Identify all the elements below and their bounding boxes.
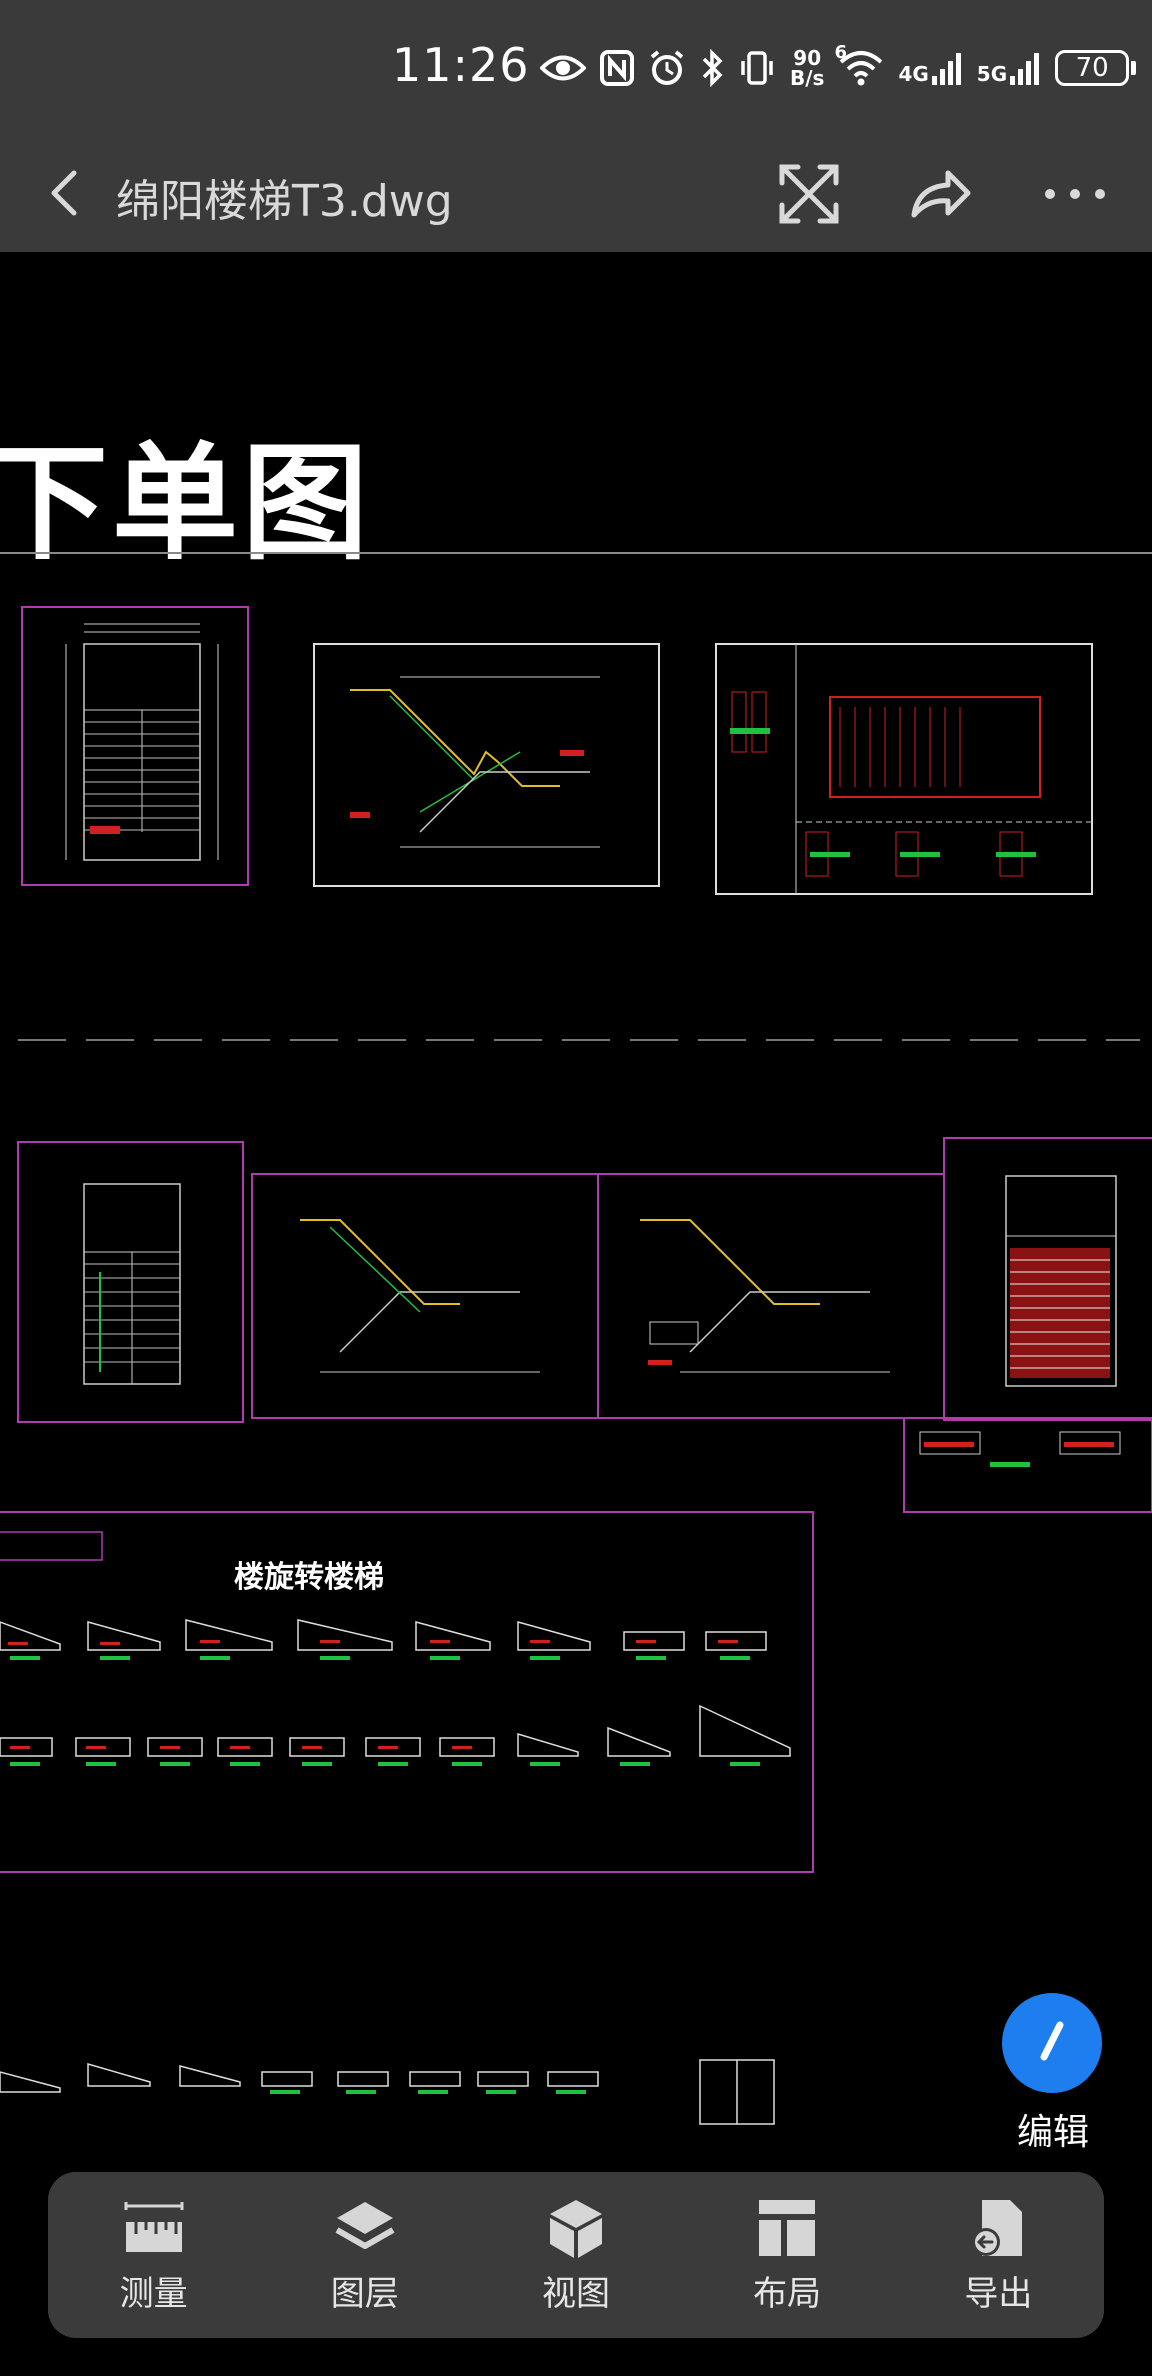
stair-section-sheet-1 [313, 643, 660, 887]
layout-icon [759, 2199, 816, 2256]
stair-section-sheet-2 [251, 1173, 599, 1419]
signal-4g-label: 4G [898, 62, 929, 86]
signal-bars-icon [931, 53, 961, 85]
battery-indicator: 70 [1055, 50, 1137, 86]
signal-5g: 5G [977, 50, 1041, 86]
stair-plan-sheet-3 [943, 1137, 1152, 1421]
wifi-icon [840, 51, 883, 86]
measure-label: 测量 [119, 2273, 188, 2314]
stair-plan-sheet-2 [17, 1141, 244, 1423]
vibrate-icon [741, 51, 773, 85]
edit-label: 编辑 [1016, 2112, 1089, 2153]
network-speed-unit: B/s [790, 66, 825, 90]
nfc-icon [600, 50, 634, 86]
rebar-detail-sheet-2 [903, 1417, 1152, 1513]
cad-drawing [0, 606, 1152, 2125]
export-label: 导出 [964, 2273, 1033, 2314]
layers-icon [335, 2201, 395, 2249]
eye-icon [540, 55, 586, 81]
signal-5g-label: 5G [976, 62, 1008, 86]
status-time: 11:26 [392, 38, 530, 92]
battery-tip [1131, 61, 1137, 75]
status-bar: 11:26 90 B/s 6 [0, 0, 1152, 135]
alarm-icon [650, 50, 684, 85]
edit-button[interactable] [1002, 1993, 1102, 2093]
stair-plan-sheet-1 [21, 606, 249, 886]
view-label: 视图 [541, 2273, 610, 2314]
layers-label: 图层 [330, 2273, 399, 2314]
layout-label: 布局 [753, 2273, 822, 2314]
network-speed: 90 B/s [790, 48, 824, 88]
measure-tool[interactable]: 测量 [64, 2196, 244, 2315]
share-icon [911, 170, 971, 218]
export-icon [972, 2199, 1023, 2256]
fullscreen-button[interactable] [774, 159, 844, 229]
signal-bars-icon [1010, 53, 1040, 85]
layout-tool[interactable]: 布局 [697, 2196, 877, 2315]
document-title: 绵阳楼梯T3.dwg [116, 176, 453, 227]
spiral-stair-title: 楼旋转楼梯 [234, 1560, 384, 1595]
more-icon [1045, 189, 1105, 199]
heading-underline [0, 552, 1152, 554]
back-button[interactable] [38, 163, 98, 223]
drawing-canvas[interactable]: 下单图 [0, 252, 1152, 2172]
battery-level: 70 [1055, 50, 1130, 86]
fullscreen-icon [779, 164, 839, 224]
bottom-toolbar: 测量 图层 视图 布局 导出 [48, 2172, 1104, 2338]
export-tool[interactable]: 导出 [908, 2196, 1088, 2315]
layers-tool[interactable]: 图层 [275, 2196, 455, 2315]
pencil-icon [1040, 2021, 1064, 2061]
cube-icon [549, 2199, 602, 2258]
wifi-badge: 6 [834, 42, 847, 63]
network-speed-value: 90 [793, 46, 822, 70]
chevron-left-icon [51, 170, 77, 216]
bluetooth-icon [702, 49, 723, 87]
more-button[interactable] [1040, 159, 1110, 229]
rebar-detail-sheet-1 [715, 643, 1093, 895]
spiral-stair-sheet [0, 1511, 814, 2125]
stair-section-sheet-3 [597, 1173, 945, 1419]
app-bar: 绵阳楼梯T3.dwg [0, 135, 1152, 252]
status-icons: 90 B/s 6 4G 5G [540, 40, 1137, 96]
view-tool[interactable]: 视图 [486, 2196, 666, 2315]
ruler-icon [124, 2201, 184, 2252]
share-button[interactable] [906, 159, 976, 229]
signal-4g: 4G [898, 50, 962, 86]
wifi-indicator: 6 [834, 42, 884, 86]
